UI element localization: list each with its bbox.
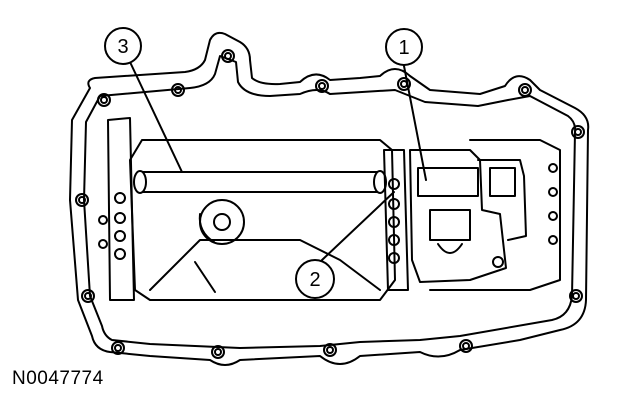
drain-plug (198, 199, 245, 245)
callout-2-circle (295, 259, 335, 299)
callout-1-leader (403, 65, 427, 181)
right-flange-holes (548, 163, 558, 245)
callout-3-label: 3 (117, 36, 128, 58)
pan-flange-inner (83, 55, 577, 349)
pan-basin (129, 139, 396, 301)
right-support-bracket (383, 149, 409, 291)
left-support-bracket (98, 117, 135, 301)
callout-1-label: 1 (398, 37, 409, 59)
callout-1-circle (385, 28, 423, 66)
figure-id: N0047774 (12, 368, 104, 389)
pan-basin-step (149, 239, 381, 291)
pan-flange-outer (69, 31, 590, 366)
callout-2-leader (321, 191, 395, 261)
valve-body-assembly (409, 139, 561, 291)
shaft (133, 170, 387, 194)
callout-3-leader (129, 61, 183, 173)
flange-bolt-holes (75, 49, 585, 359)
callout-3-circle (104, 27, 142, 65)
callout-2-label: 2 (309, 269, 320, 291)
